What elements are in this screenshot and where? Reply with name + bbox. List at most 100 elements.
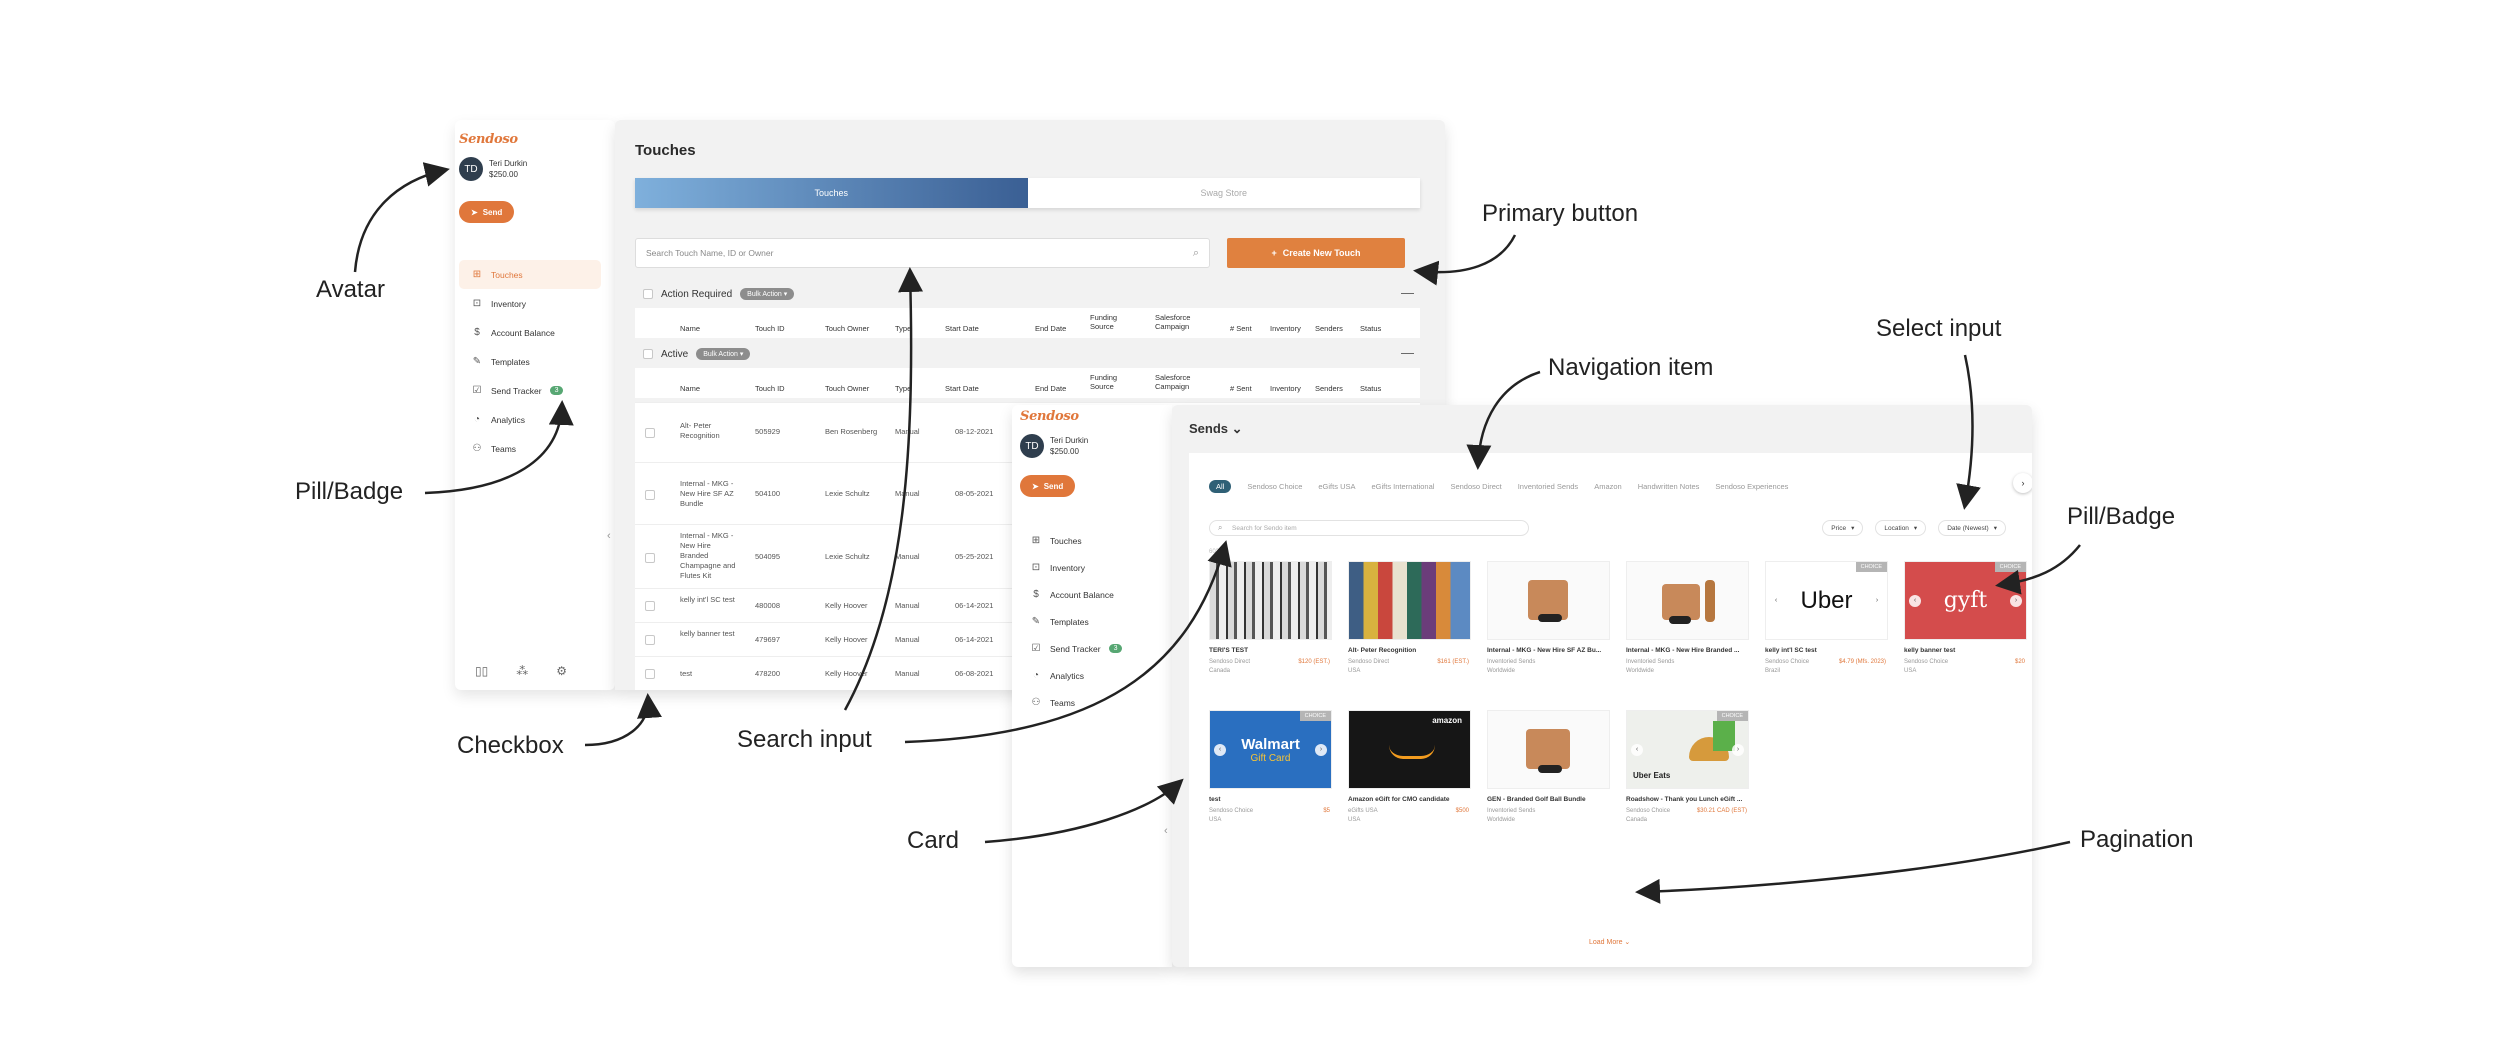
annotation-pill-badge-left: Pill/Badge	[295, 478, 404, 505]
chevron-left-icon[interactable]: ‹	[1214, 743, 1226, 756]
chevron-right-icon[interactable]: ›	[1871, 594, 1883, 607]
sidebar-item-inventory[interactable]: ⊡Inventory	[472, 298, 526, 309]
nav-item-all[interactable]: All	[1209, 480, 1232, 493]
nav-item-sendoso-experiences[interactable]: Sendoso Experiences	[1715, 482, 1789, 491]
nav-item-inventoried-sends[interactable]: Inventoried Sends	[1517, 482, 1579, 491]
load-more-pagination[interactable]: Load More ⌄	[1589, 939, 1631, 946]
chevron-right-icon[interactable]: ›	[2013, 473, 2032, 493]
location-select[interactable]: Location ▾	[1875, 520, 1927, 536]
checkbox[interactable]	[645, 669, 655, 679]
send-card[interactable]: Internal - MKG - New Hire SF AZ Bu... In…	[1487, 561, 1610, 676]
send-card[interactable]: Internal - MKG - New Hire Branded ... In…	[1626, 561, 1749, 676]
collapse-sidebar-icon[interactable]: ‹	[1164, 825, 1168, 837]
checkbox[interactable]	[645, 490, 655, 500]
sendoso-logo: Sendoso	[1020, 409, 1079, 424]
tracker-icon: ☑	[472, 385, 482, 396]
send-card[interactable]: Uber CHOICE ‹ › kelly int'l SC test Send…	[1765, 561, 1888, 676]
tab-swag-store[interactable]: Swag Store	[1027, 178, 1420, 208]
gift-icon: ⊞	[472, 269, 482, 280]
sidebar-item-inventory[interactable]: ⊡Inventory	[1031, 562, 1085, 573]
sends-title-select[interactable]: Sends ⌄	[1189, 421, 1243, 436]
checkbox[interactable]	[643, 349, 653, 359]
product-image	[1487, 561, 1610, 640]
table-header: Name Touch ID Touch Owner Type Start Dat…	[635, 308, 1420, 338]
send-card[interactable]: amazon Amazon eGift for CMO candidate eG…	[1348, 710, 1471, 825]
price-select[interactable]: Price ▾	[1822, 520, 1864, 536]
active-section: Active Bulk Action ▾ —	[635, 342, 1420, 366]
chevron-left-icon[interactable]: ‹	[1909, 594, 1921, 607]
send-card[interactable]: gyft CHOICE ‹ › kelly banner test Sendos…	[1904, 561, 2027, 676]
sends-search-input[interactable]: ⌕ Search for Sendo item	[1209, 520, 1529, 536]
arrow-avatar	[353, 162, 450, 273]
teams-icon: ⚇	[1031, 697, 1041, 708]
bulk-action-select[interactable]: Bulk Action ▾	[740, 288, 795, 300]
chart-icon: ◔	[473, 414, 481, 425]
search-input[interactable]: Search Touch Name, ID or Owner ⌕	[635, 238, 1210, 268]
bulk-action-select[interactable]: Bulk Action ▾	[696, 348, 751, 360]
checkbox[interactable]	[645, 601, 655, 611]
send-button[interactable]: ➤ Send	[1020, 475, 1076, 497]
collapse-icon[interactable]: —	[1401, 345, 1414, 360]
chevron-left-icon[interactable]: ‹	[1770, 594, 1782, 607]
sidebar-item-touches[interactable]: ⊞Touches	[1031, 535, 1082, 546]
nav-item-sendoso-direct[interactable]: Sendoso Direct	[1450, 482, 1502, 491]
checkbox[interactable]	[645, 428, 655, 438]
avatar[interactable]: TD	[1020, 434, 1044, 458]
sidebar-item-templates[interactable]: ✎Templates	[472, 356, 530, 367]
sidebar: Sendoso TD Teri Durkin $250.00 ➤ Send ⊞T…	[1012, 405, 1172, 967]
checkbox[interactable]	[643, 289, 653, 299]
create-new-touch-button[interactable]: + Create New Touch	[1227, 238, 1405, 268]
nav-item-sendoso-choice[interactable]: Sendoso Choice	[1247, 482, 1303, 491]
gear-icon[interactable]: ⚙	[556, 664, 567, 678]
network-icon[interactable]: ⁂	[516, 664, 529, 678]
chevron-right-icon[interactable]: ›	[2010, 594, 2022, 607]
sidebar-nav: ⊞Touches ⊡Inventory $Account Balance ✎Te…	[459, 260, 601, 463]
sends-screen: Sendoso TD Teri Durkin $250.00 ➤ Send ⊞T…	[1012, 405, 2032, 967]
send-button[interactable]: ➤ Send	[459, 201, 515, 223]
count-badge: 3	[1108, 644, 1123, 653]
date-select[interactable]: Date (Newest) ▾	[1938, 520, 2006, 536]
sidebar-item-account-balance[interactable]: $Account Balance	[459, 318, 601, 347]
pencil-icon: ✎	[472, 356, 482, 367]
user-name: Teri Durkin	[489, 159, 528, 168]
box-icon: ⊡	[472, 298, 482, 309]
chevron-left-icon[interactable]: ‹	[1631, 743, 1643, 756]
filter-bar: Price ▾ Location ▾ Date (Newest) ▾	[1822, 520, 2006, 536]
annotation-pagination: Pagination	[2080, 826, 2194, 853]
collapse-sidebar-icon[interactable]: ‹	[607, 530, 611, 542]
chevron-right-icon[interactable]: ›	[1732, 743, 1744, 756]
tab-touches[interactable]: Touches	[635, 178, 1028, 208]
book-icon[interactable]: ▯▯	[475, 664, 489, 678]
send-card[interactable]: Walmart Gift Card CHOICE ‹ › test Sendos…	[1209, 710, 1332, 825]
sidebar-item-analytics[interactable]: ◔Analytics	[1018, 662, 1158, 689]
sidebar-item-account-balance[interactable]: $Account Balance	[1018, 581, 1158, 608]
checkbox[interactable]	[645, 635, 655, 645]
action-required-section: Action Required Bulk Action ▾ —	[635, 282, 1420, 306]
avatar[interactable]: TD	[459, 157, 483, 181]
sidebar-item-teams[interactable]: ⚇Teams	[1031, 697, 1076, 708]
sidebar-item-touches[interactable]: ⊞Touches	[459, 260, 601, 289]
collapse-icon[interactable]: —	[1401, 285, 1414, 300]
count-badge: 3	[549, 386, 564, 395]
product-image	[1348, 561, 1471, 640]
send-card[interactable]: Uber Eats CHOICE ‹ › Roadshow - Thank yo…	[1626, 710, 1749, 825]
choice-badge: CHOICE	[1299, 711, 1331, 721]
sidebar-item-analytics[interactable]: ◔Analytics	[459, 405, 601, 434]
nav-item-handwritten-notes[interactable]: Handwritten Notes	[1637, 482, 1700, 491]
nav-item-egifts-international[interactable]: eGifts International	[1371, 482, 1435, 491]
nav-item-amazon[interactable]: Amazon	[1594, 482, 1622, 491]
user-profile[interactable]: TD Teri Durkin $250.00	[1020, 434, 1088, 458]
chevron-right-icon[interactable]: ›	[1315, 743, 1327, 756]
nav-item-egifts-usa[interactable]: eGifts USA	[1318, 482, 1356, 491]
send-card[interactable]: GEN - Branded Golf Ball Bundle Inventori…	[1487, 710, 1610, 825]
checkbox[interactable]	[645, 553, 655, 563]
sidebar-item-templates[interactable]: ✎Templates	[1031, 616, 1089, 627]
sidebar: Sendoso TD Teri Durkin $250.00 ➤ Send ⊞T…	[455, 120, 615, 690]
plus-icon: +	[1271, 248, 1277, 258]
user-profile[interactable]: TD Teri Durkin $250.00	[459, 157, 527, 181]
sidebar-item-teams[interactable]: ⚇Teams	[472, 443, 517, 454]
